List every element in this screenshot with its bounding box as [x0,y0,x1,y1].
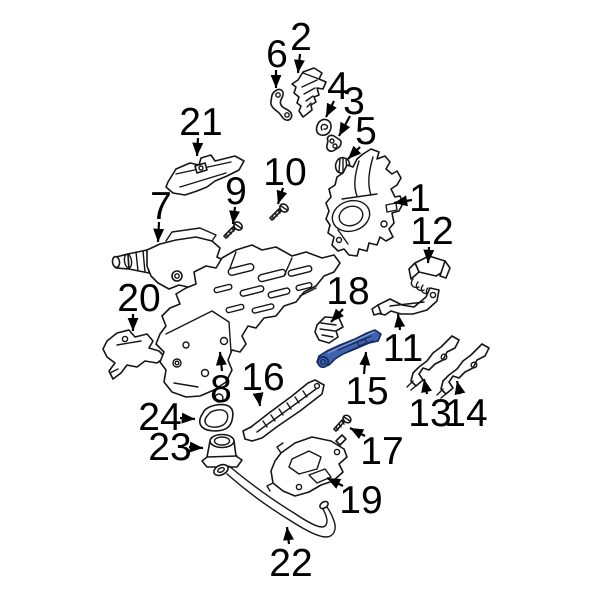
part-number-label-3: 3 [343,80,365,123]
callout-arrow-17 [349,427,366,440]
part-22-drawing [213,463,336,538]
part-19-drawing [266,434,348,497]
part-number-label-13: 13 [408,392,451,435]
part-number-label-5: 5 [355,110,377,153]
part-8-drawing [155,244,341,403]
part-23-drawing [201,433,243,468]
callout-arrow-23 [188,441,204,453]
part-number-label-2: 2 [290,16,312,59]
part-number-label-1: 1 [409,177,431,220]
part-11-drawing [371,287,440,316]
part-number-label-16: 16 [241,356,284,399]
part-16-drawing [242,379,325,442]
callout-arrow-21 [192,137,204,157]
part-number-label-8: 8 [210,368,232,411]
part-7-drawing [111,227,238,300]
callout-arrow-2 [293,53,305,74]
part-10-drawing [269,203,289,221]
part-number-label-20: 20 [117,277,160,320]
part-1-drawing [325,148,404,257]
callout-arrow-10 [276,187,288,205]
part-6-drawing [270,88,293,121]
part-number-label-6: 6 [266,33,288,76]
part-number-label-21: 21 [179,101,222,144]
callout-arrow-3 [338,115,351,137]
part-number-label-10: 10 [263,151,306,194]
part-20-drawing [102,329,166,380]
part-number-label-18: 18 [326,270,369,313]
callout-arrow-16 [252,392,264,407]
part-number-label-12: 12 [410,210,453,253]
part-15-drawing [316,329,382,368]
part-number-label-23: 23 [148,426,191,469]
callout-arrow-24 [179,412,196,424]
part-number-label-7: 7 [150,185,172,228]
part-18-drawing [314,316,344,344]
callout-arrow-12 [423,246,435,264]
part-number-label-22: 22 [269,542,312,585]
part-21-drawing [165,154,245,196]
part-number-label-9: 9 [225,170,247,213]
part-number-label-14: 14 [444,392,487,435]
part-number-label-24: 24 [138,396,181,439]
callout-arrow-5 [347,145,362,160]
part-number-label-19: 19 [339,479,382,522]
part-number-label-4: 4 [327,65,349,108]
callout-arrow-19 [326,477,344,489]
part-17-drawing [333,414,352,432]
part-12-drawing [408,255,451,296]
part-number-label-11: 11 [383,327,424,370]
callout-arrow-8 [215,351,227,372]
part-3-drawing [326,134,342,152]
callout-arrow-15 [359,351,371,375]
part-number-label-15: 15 [345,370,388,413]
callout-arrow-22 [283,526,295,545]
part-number-label-17: 17 [360,430,403,473]
callout-arrow-9 [229,206,241,225]
callout-arrow-13 [421,378,432,395]
callout-arrow-11 [394,313,406,331]
callout-arrow-18 [330,308,344,323]
callout-arrow-14 [454,380,466,396]
callout-arrow-7 [153,221,165,243]
part-4-drawing [315,118,332,136]
part-2-drawing [291,67,327,118]
part-24-drawing [198,403,234,432]
callout-arrow-1 [393,195,413,207]
callout-arrow-4 [325,100,337,118]
